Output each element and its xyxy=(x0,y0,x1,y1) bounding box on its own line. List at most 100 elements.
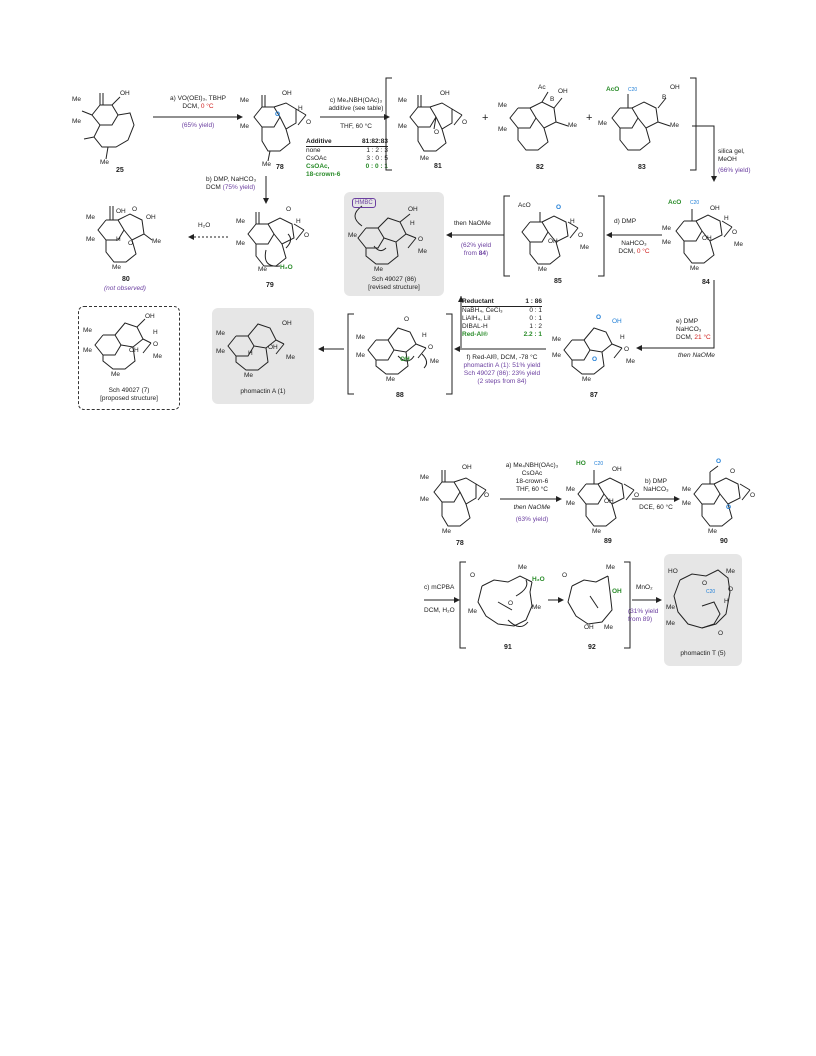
step-a2-solvent: THF, 60 °C xyxy=(516,486,548,493)
methyl-label: Me xyxy=(83,347,93,354)
solvent: DCM, xyxy=(618,248,637,255)
solvent: DCM, xyxy=(676,334,695,341)
intermediate-bracket xyxy=(347,313,453,395)
ketone-oxygen: O xyxy=(286,206,292,213)
compound-80: OH O OH Me Me H O Me Me 80 (not observed… xyxy=(86,198,176,298)
step-c2-reagent: c) mCPBA xyxy=(424,584,455,591)
methyl-label: Me xyxy=(398,97,408,104)
step-b2-solvent: DCE, 60 °C xyxy=(639,504,673,511)
step-b2-reagent: b) DMP xyxy=(644,478,668,485)
ketone-oxygen: O xyxy=(726,504,732,511)
methyl-label: Me xyxy=(442,528,452,535)
phomactin-t-box: HO O C20 Me O H Me Me O phomactin T (5) xyxy=(664,554,742,666)
step-b2-base: NaHCO₃ xyxy=(643,486,669,493)
step-f-yield-86: Sch 49027 (86): 23% yield xyxy=(463,370,541,377)
hydroxyl-label: OH xyxy=(548,238,558,245)
compound-number: 78 xyxy=(456,540,464,547)
methyl-label: Me xyxy=(598,120,608,127)
methyl-label: Me xyxy=(538,266,548,273)
structure-5 xyxy=(673,569,731,629)
methyl-label: Me xyxy=(216,330,226,337)
structure-89 xyxy=(577,470,635,527)
methyl-label: Me xyxy=(734,241,744,248)
step-a2-yield: (63% yield) xyxy=(515,516,549,523)
hydroxyl-label: OH xyxy=(145,313,155,320)
compound-number: 83 xyxy=(638,164,646,171)
step-f-yield-note: (2 steps from 84) xyxy=(477,378,527,385)
step-b-reagent: b) DMP, NaHCO₃ xyxy=(206,176,257,183)
step-e-reagent: e) DMP xyxy=(676,318,699,325)
methyl-label: Me xyxy=(153,353,163,360)
compound-82: Me Me Ac B OH Me 82 xyxy=(498,82,584,174)
yield-line: (62% yield xyxy=(460,242,492,249)
aldehyde-oxygen: O xyxy=(716,458,722,465)
epoxide-oxygen: O xyxy=(634,492,640,499)
arrow-to-phomactin-a xyxy=(318,346,344,352)
silica-arrow xyxy=(692,125,717,182)
row-additive: none xyxy=(306,147,321,154)
step-b-yield: (75% yield) xyxy=(222,184,256,191)
ketone-oxygen: O xyxy=(718,630,724,637)
compound-7-name: Sch 49027 (7) xyxy=(108,387,150,394)
row-reductant: LiAlH₄, LiI xyxy=(462,315,491,322)
methyl-label: Me xyxy=(552,352,562,359)
step-c-additive: additive (see table) xyxy=(328,105,384,112)
hydrogen-label: H xyxy=(724,598,729,605)
step-b2-conditions: b) DMP NaHCO₃ xyxy=(626,478,686,494)
compound-number: 91 xyxy=(504,644,512,651)
methyl-label: Me xyxy=(111,371,121,378)
methyl-label: Me xyxy=(592,528,602,535)
structure-86 xyxy=(354,205,417,265)
step-e-base: NaHCO₃ xyxy=(676,326,702,333)
epoxide-oxygen: O xyxy=(728,586,734,593)
hydroxyl-label: OH xyxy=(116,208,126,215)
methyl-label: Me xyxy=(374,266,384,273)
structure-1 xyxy=(227,323,285,371)
row-ratio: 3 : 0 : 5 xyxy=(366,155,388,162)
methyl-label: Me xyxy=(582,376,592,383)
row-ratio: 0 : 1 xyxy=(529,315,542,322)
hydrogen-label: H xyxy=(724,215,729,222)
methyl-label: Me xyxy=(72,96,82,103)
compound-86-name: Sch 49027 (86) xyxy=(371,276,417,283)
hydrogen-label: H xyxy=(410,220,415,227)
methyl-label: Me xyxy=(430,358,440,365)
methyl-label: Me xyxy=(72,118,82,125)
hydrogen-label: H xyxy=(153,329,158,336)
structure-87 xyxy=(563,327,623,375)
intermediate-bracket xyxy=(503,195,605,277)
hydroxyl-label: OH xyxy=(282,320,292,327)
hydroxyl-label: OH xyxy=(268,344,278,351)
phomactin-a-box: OH Me Me H OH Me Me phomactin A (1) xyxy=(212,308,314,404)
silica-reagent: silica gel, xyxy=(718,148,745,155)
row-ratio: 1 : 2 : 3 xyxy=(366,147,388,154)
table-row: NaBH₄, CeCl₃ 0 : 1 xyxy=(462,307,542,315)
not-observed-note: (not observed) xyxy=(104,285,146,292)
acetoxy-label: AcO xyxy=(668,199,682,206)
dotted-arrow-h2o xyxy=(188,234,230,240)
methyl-label: Me xyxy=(244,372,254,379)
compound-78: Me Me OH H O O Me 78 xyxy=(240,85,320,175)
epoxide-oxygen: O xyxy=(462,119,468,126)
arrow-91-to-92 xyxy=(548,597,564,603)
reaction-arrow-c2 xyxy=(424,597,460,603)
reductant-table: Reductant 1 : 86 NaBH₄, CeCl₃ 0 : 1 LiAl… xyxy=(462,298,542,339)
ether-oxygen: O xyxy=(128,240,134,247)
compound-88: O H Me Me OH O Me Me 88 xyxy=(356,310,448,406)
reaction-arrow-b xyxy=(263,176,269,204)
methyl-label: Me xyxy=(690,265,700,272)
reaction-arrow-f xyxy=(454,346,546,352)
step-e-conditions: e) DMP NaHCO₃ DCM, 21 °C xyxy=(676,318,711,342)
hydroxyl-label: OH xyxy=(558,88,568,95)
structure-83 xyxy=(611,94,671,151)
silica-yield: (66% yield) xyxy=(718,167,751,174)
row-additive: CsOAc xyxy=(306,155,327,162)
epoxide-oxygen: O xyxy=(578,232,584,239)
reaction-arrow-mno2 xyxy=(632,597,662,603)
c20-label: C20 xyxy=(706,589,716,595)
methyl-label: Me xyxy=(420,474,430,481)
methyl-label: Me xyxy=(236,240,246,247)
step-d-reagent: d) DMP xyxy=(614,218,637,225)
compound-81: Me Me OH O O Me 81 xyxy=(398,85,478,175)
hydrogen-label: H xyxy=(116,236,121,243)
